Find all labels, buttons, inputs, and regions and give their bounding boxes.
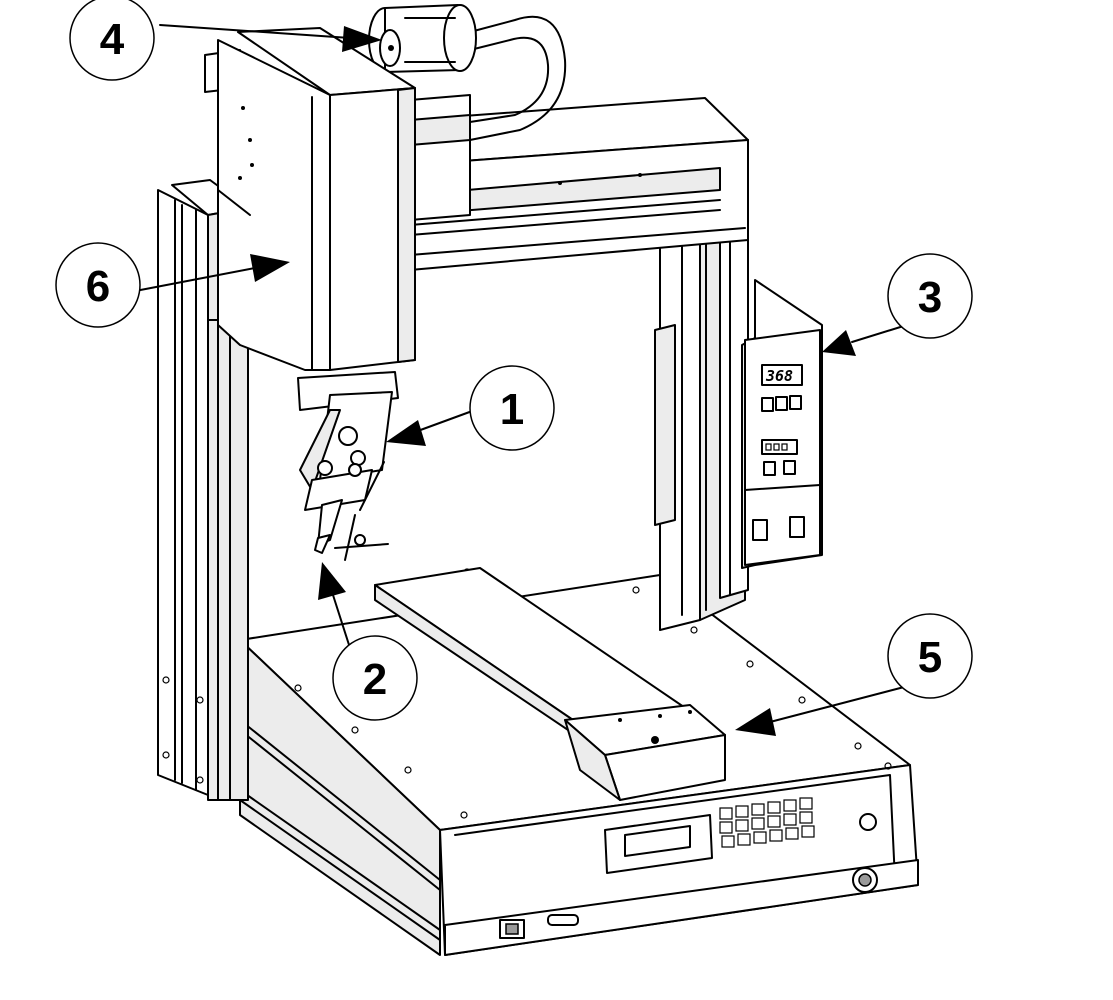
arrow-1-head — [386, 420, 426, 446]
serial-port-icon — [547, 914, 579, 926]
callout-4: 4 — [69, 0, 155, 81]
callout-2: 2 — [332, 635, 418, 721]
temperature-display-value: 368 — [765, 367, 793, 385]
arrow-2-head — [318, 562, 346, 600]
callout-5: 5 — [887, 613, 973, 699]
arrow-6-head — [250, 254, 290, 282]
callout-2-label: 2 — [363, 655, 387, 704]
power-knob-icon — [859, 813, 877, 831]
callout-6-label: 6 — [86, 262, 110, 311]
controller-switch-right-icon — [789, 516, 805, 538]
controller-switch-left-icon — [752, 519, 768, 541]
left-column — [157, 179, 249, 801]
callout-3-label: 3 — [918, 273, 942, 322]
callout-4-label: 4 — [100, 15, 125, 64]
front-control-panel — [499, 797, 878, 939]
callout-1-label: 1 — [500, 385, 524, 434]
y-axis-work-table — [374, 567, 726, 801]
temperature-controller: 368 — [741, 279, 823, 569]
z-axis-head-carriage — [204, 27, 471, 371]
x-axis-gantry-beam — [409, 97, 749, 271]
temperature-display — [761, 364, 803, 386]
arrow-5-head — [735, 708, 776, 736]
keypad — [719, 797, 815, 848]
arrow-3-head — [822, 330, 856, 356]
solder-wire-reel — [368, 4, 567, 141]
callout-arrows — [129, 24, 911, 736]
callout-5-label: 5 — [918, 633, 942, 682]
callout-6: 6 — [55, 242, 141, 328]
soldering-iron-assembly — [297, 371, 399, 561]
callout-3: 3 — [887, 253, 973, 339]
callout-1: 1 — [469, 365, 555, 451]
arrow-4-head — [342, 26, 382, 52]
